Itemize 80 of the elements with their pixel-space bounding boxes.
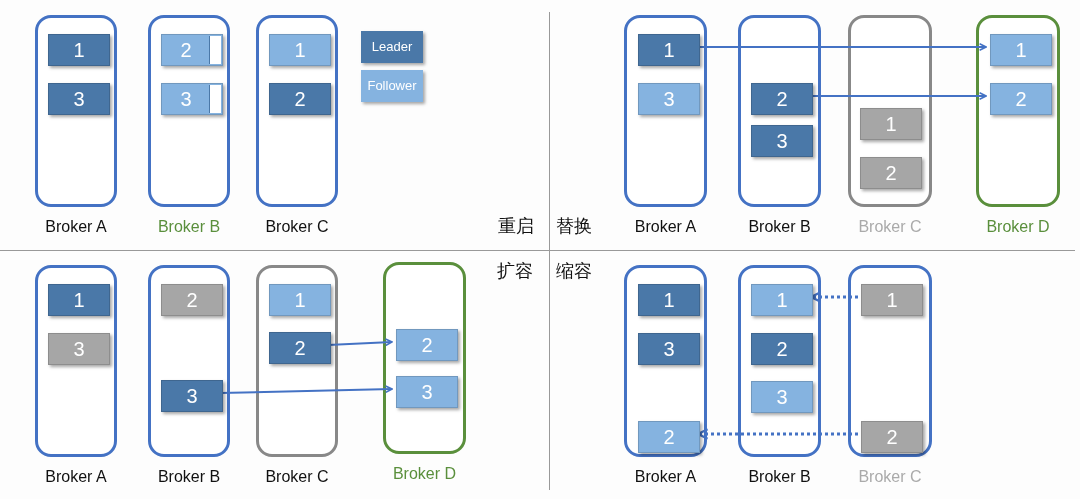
broker-label: Broker A [634, 218, 697, 236]
partition-block [161, 380, 223, 412]
partition-block [751, 125, 813, 157]
broker-label: Broker A [45, 468, 107, 486]
partition-block [161, 284, 223, 316]
partition-block [751, 284, 813, 316]
section-label: 替换 [556, 214, 592, 238]
partition-block [48, 284, 110, 316]
broker-label: Broker A [634, 468, 697, 486]
partition-block [48, 34, 110, 66]
broker-label: Broker B [748, 468, 811, 486]
partition-block [751, 333, 813, 365]
partition-number: 2 [293, 337, 307, 359]
partition-number: 3 [179, 88, 193, 110]
broker-label: Broker D [986, 218, 1050, 236]
legend-key: Leader [361, 31, 423, 63]
partition-block [269, 34, 331, 66]
partition-number: 1 [1014, 39, 1028, 61]
partition-number: 2 [185, 289, 199, 311]
partition-block [269, 332, 331, 364]
broker-label: Broker C [858, 468, 922, 486]
partition-number: 1 [775, 289, 789, 311]
partition-number: 3 [775, 386, 789, 408]
partition-number: 3 [420, 381, 434, 403]
broker-label: Broker C [265, 218, 329, 236]
partition-number: 3 [72, 338, 86, 360]
partition-number: 1 [885, 289, 899, 311]
section-label: 扩容 [497, 259, 533, 283]
partition-number: 1 [662, 289, 676, 311]
partition-number: 3 [185, 385, 199, 407]
partition-block [269, 284, 331, 316]
partition-number: 2 [293, 88, 307, 110]
partition-block [751, 83, 813, 115]
partition-number: 2 [420, 334, 434, 356]
partition-number: 3 [662, 88, 676, 110]
partition-block [48, 83, 110, 115]
partition-number: 2 [775, 338, 789, 360]
partition-number: 2 [884, 162, 898, 184]
partition-number: 3 [72, 88, 86, 110]
partition-block [638, 421, 700, 453]
partition-number: 3 [775, 130, 789, 152]
partition-block [990, 34, 1052, 66]
partition-block [638, 333, 700, 365]
partition-number: 1 [662, 39, 676, 61]
partition-number: 2 [1014, 88, 1028, 110]
partition-block [396, 329, 458, 361]
partition-block [48, 333, 110, 365]
broker-label: Broker C [265, 468, 329, 486]
partition-number: 2 [885, 426, 899, 448]
partition-block [161, 34, 223, 66]
section-label: 缩容 [556, 259, 592, 283]
partition-block [861, 421, 923, 453]
partition-number: 1 [72, 289, 86, 311]
partition-block [638, 83, 700, 115]
broker-label: Broker A [45, 218, 107, 236]
partition-number: 2 [775, 88, 789, 110]
partition-block [638, 284, 700, 316]
partition-number: 1 [72, 39, 86, 61]
broker-label: Broker B [748, 218, 811, 236]
partition-block [161, 83, 223, 115]
broker-label: Broker B [157, 218, 221, 236]
partition-block [269, 83, 331, 115]
partition-block [990, 83, 1052, 115]
partition-number: 1 [293, 289, 307, 311]
legend-key: Follower [361, 70, 423, 102]
partition-number: 1 [293, 39, 307, 61]
partition-number: 1 [884, 113, 898, 135]
broker-label: Broker D [392, 465, 457, 483]
partition-number: 2 [662, 426, 676, 448]
partition-block [861, 284, 923, 316]
partition-number: 3 [662, 338, 676, 360]
broker-label: Broker B [157, 468, 221, 486]
broker-label: Broker C [858, 218, 922, 236]
section-label: 重启 [498, 214, 534, 238]
partition-block [638, 34, 700, 66]
partition-block [860, 108, 922, 140]
partition-block [860, 157, 922, 189]
partition-block [396, 376, 458, 408]
partition-number: 2 [179, 39, 193, 61]
partition-block [751, 381, 813, 413]
